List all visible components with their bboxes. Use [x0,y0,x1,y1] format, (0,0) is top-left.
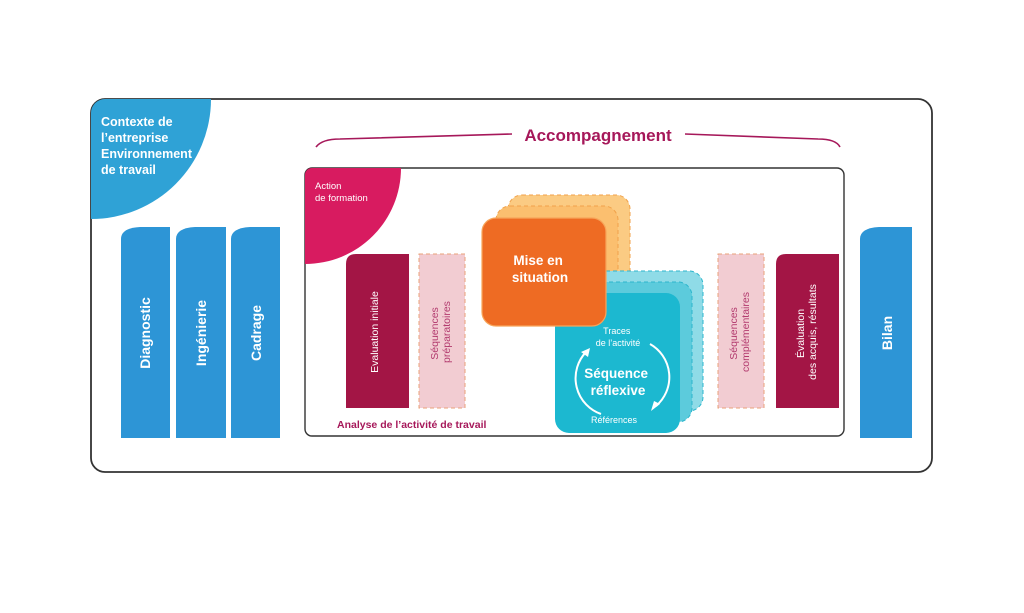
sequences-preparatoires-box [418,253,466,409]
action-label: Action de formation [315,181,368,204]
context-circle [91,99,211,219]
sequence-reflexive-box [555,293,680,433]
accompagnement-arc-right [684,133,841,148]
sequences-complementaires-box [717,253,765,409]
diagnostic-column [121,227,170,438]
evaluation-initiale-box [346,254,409,408]
sequences-preparatoires-label: Séquences préparatoires [429,301,453,363]
bilan-label: Bilan [879,316,895,350]
references-label: Références [591,415,638,425]
accompagnement-title: Accompagnement [524,126,672,145]
bilan-column [860,227,912,438]
mise-en-situation-label: Mise en situation [512,253,568,285]
accompagnement-arc-left [315,133,513,148]
sequences-complementaires-label: Séquences complémentaires [728,292,752,372]
diagnostic-label: Diagnostic [137,297,153,369]
cadrage-column [231,227,280,438]
traces-label: Traces de l’activité [596,326,641,348]
cycle-arrow-bottom-icon [651,401,660,411]
cadrage-label: Cadrage [248,305,264,361]
evaluation-acquis-box [776,254,839,408]
ingenierie-label: Ingénierie [193,300,209,366]
analyse-label: Analyse de l’activité de travail [337,419,486,431]
evaluation-initiale-label: Evaluation initiale [369,291,381,373]
context-label: Contexte de l’entreprise Environnement d… [101,115,195,177]
cycle-arc-right-icon [649,343,671,407]
cycle-arrow-top-icon [581,348,590,357]
evaluation-acquis-label: Évaluation des acquis, résultats [794,284,819,380]
sequence-reflexive-label: Séquence réflexive [584,366,652,398]
mise-en-situation-box [481,217,607,327]
action-circle [305,168,401,264]
ingenierie-column [176,227,226,438]
cycle-arc-left-icon [574,351,602,415]
